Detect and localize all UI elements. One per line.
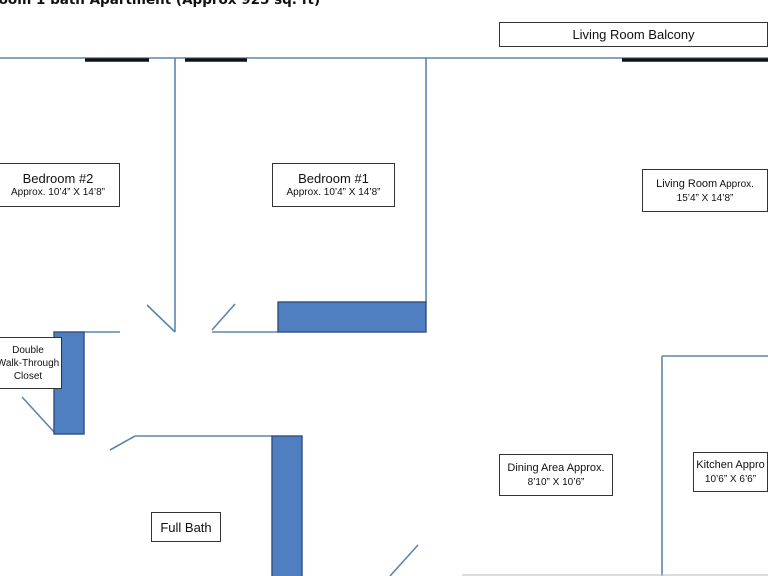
bedroom2-dimensions: Approx. 10’4” X 14’8” (11, 187, 105, 198)
full-bath-label: Full Bath (151, 512, 221, 542)
living-room-label: Living Room Approx. 15’4” X 14’8” (642, 169, 768, 212)
bedroom2-name: Bedroom #2 (22, 171, 94, 186)
bedroom1-name: Bedroom #1 (298, 171, 369, 186)
balcony-label: Living Room Balcony (499, 22, 768, 47)
bedroom1-dimensions: Approx. 10’4” X 14’8” (286, 187, 381, 198)
closets (53, 301, 427, 576)
kitchen-label: Kitchen Appro 10’6” X 6’6” (693, 452, 768, 492)
living-room-name: Living Room (656, 177, 718, 190)
balcony-name: Living Room Balcony (572, 27, 695, 42)
plan-title: room 1 bath Apartment (Approx 925 sq. ft… (0, 0, 321, 8)
living-room-approx: Approx. (717, 178, 754, 190)
full-bath-name: Full Bath (160, 519, 212, 535)
living-room-dimensions: 15’4” X 14’8” (676, 192, 734, 204)
bath-closet (271, 435, 303, 576)
walls (0, 57, 768, 576)
bedroom1-label: Bedroom #1 Approx. 10’4” X 14’8” (272, 163, 395, 207)
bedroom2-door-swing (146, 304, 176, 333)
dining-area-label: Dining Area Approx. 8’10” X 10’6” (499, 454, 613, 496)
closet-door-swing (21, 396, 56, 434)
closet-line-2: Walk-Through (0, 357, 60, 369)
bedroom2-label: Bedroom #2 Approx. 10’4” X 14’8” (0, 163, 120, 207)
closet-label: Double Walk-Through Closet (0, 337, 62, 389)
bath-door-swing (109, 435, 136, 451)
entry-door-swing (389, 544, 419, 576)
closet-line-1: Double (12, 344, 44, 356)
dining-area-dimensions: 8’10” X 10’6” (527, 477, 585, 488)
bedroom1-door-swing (211, 303, 236, 331)
kitchen-dimensions: 10’6” X 6’6” (704, 474, 757, 485)
closet-line-3: Closet (13, 370, 43, 382)
kitchen-name: Kitchen Appro (696, 459, 765, 471)
bedroom1-closet (277, 301, 427, 333)
dining-area-name: Dining Area Approx. (507, 462, 605, 474)
